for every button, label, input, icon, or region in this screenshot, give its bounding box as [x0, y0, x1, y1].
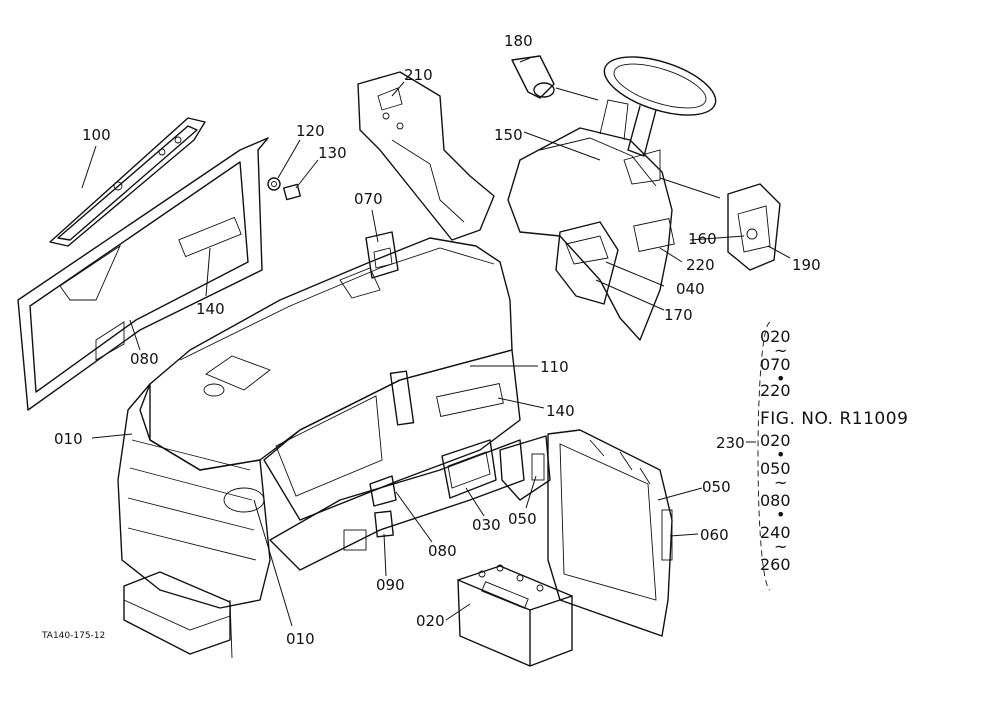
clip-130	[282, 183, 302, 201]
ref-line-2: 070	[760, 355, 791, 374]
bonnet-side-panel	[263, 349, 521, 521]
leader-lines	[81, 57, 791, 627]
part-labels: 100 120 130 140 080 070 210 180 150 160 …	[54, 32, 821, 648]
reference-list: 020 ~ 070 • 220 FIG. NO. R11009 020 • 05…	[746, 321, 908, 591]
ref-sep-8: ~	[774, 537, 787, 556]
diagram-code: TA140-175-12	[41, 631, 105, 641]
small-cover-050	[499, 435, 551, 501]
hood-latch	[365, 231, 399, 279]
label-210: 210	[404, 66, 433, 84]
ref-sep-5: •	[776, 445, 785, 464]
steering-wheel	[603, 56, 717, 157]
ref-sep-1: ~	[774, 341, 787, 360]
label-060: 060	[700, 526, 729, 544]
bracket-090	[369, 475, 397, 538]
ref-line-5: 020	[760, 431, 791, 450]
label-090: 090	[376, 576, 405, 594]
side-plate-030	[441, 439, 497, 499]
label-100: 100	[82, 126, 111, 144]
ref-sep-7: •	[776, 505, 785, 524]
label-180: 180	[504, 32, 533, 50]
ref-sep-2: •	[776, 369, 785, 388]
front-grille	[117, 383, 271, 609]
label-010-left: 010	[54, 430, 83, 448]
label-190: 190	[792, 256, 821, 274]
rear-fender-bracket	[357, 71, 495, 241]
switch-bracket	[727, 183, 781, 271]
label-150: 150	[494, 126, 523, 144]
label-140-upper: 140	[196, 300, 225, 318]
front-weight	[123, 571, 233, 659]
bonnet-hood	[139, 237, 513, 471]
ref-line-1: 020	[760, 327, 791, 346]
dashboard-cover	[507, 99, 675, 341]
label-070: 070	[354, 190, 383, 208]
side-cover-panel	[17, 137, 269, 411]
label-030: 030	[472, 516, 501, 534]
lower-frame	[269, 439, 525, 571]
ref-line-8: 240	[760, 523, 791, 542]
label-120: 120	[296, 122, 325, 140]
label-020: 020	[416, 612, 445, 630]
label-080-lower: 080	[428, 542, 457, 560]
label-050-panel: 050	[702, 478, 731, 496]
control-knob	[511, 55, 555, 99]
label-160: 160	[688, 230, 717, 248]
label-140-lower: 140	[546, 402, 575, 420]
label-040: 040	[676, 280, 705, 298]
ref-line-3: 220	[760, 381, 791, 400]
label-170: 170	[664, 306, 693, 324]
battery	[457, 564, 573, 667]
instrument-panel-040	[555, 221, 619, 305]
ref-line-7: 080	[760, 491, 791, 510]
grommet-120	[267, 177, 281, 191]
label-080-upper: 080	[130, 350, 159, 368]
figure-number: FIG. NO. R11009	[760, 409, 908, 429]
label-230: 230	[716, 434, 745, 452]
ref-sep-6: ~	[774, 473, 787, 492]
ref-line-9: 260	[760, 555, 791, 574]
label-110: 110	[540, 358, 569, 376]
radiator-side-panel	[547, 429, 673, 637]
label-130: 130	[318, 144, 347, 162]
side-panel-frame	[49, 117, 206, 247]
label-010-bottom: 010	[286, 630, 315, 648]
label-050-small: 050	[508, 510, 537, 528]
label-220: 220	[686, 256, 715, 274]
ref-line-6: 050	[760, 459, 791, 478]
